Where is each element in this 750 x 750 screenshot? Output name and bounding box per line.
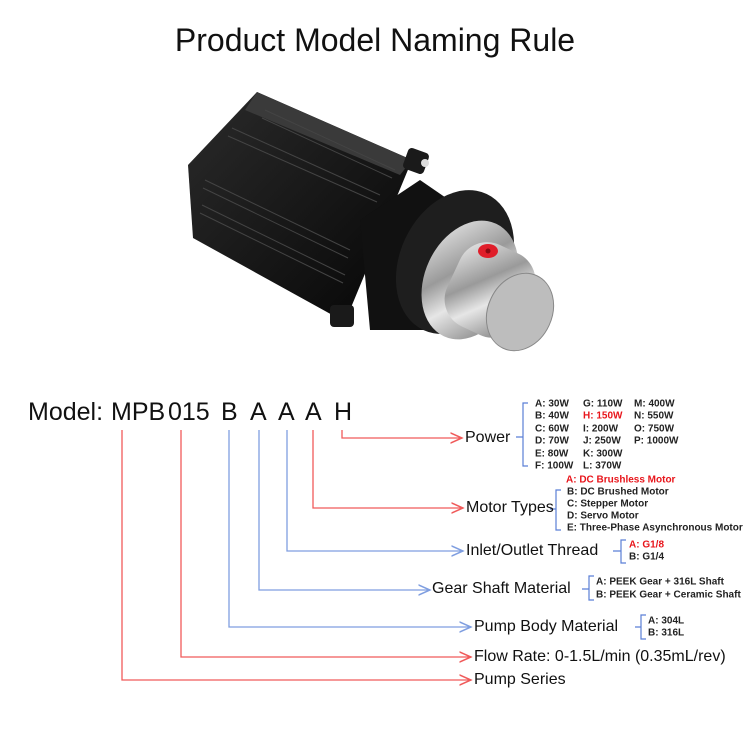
power-option: M: 400W [634,398,675,410]
power-option: G: 110W [583,398,623,410]
motor-type-option: E: Three-Phase Asynchronous Motor [567,522,743,534]
line-gear-shaft [258,430,430,590]
flow-rate-label: Flow Rate: 0-1.5L/min (0.35mL/rev) [474,648,726,665]
line-power [341,430,462,438]
gear-shaft-option: A: PEEK Gear + 316L Shaft [596,576,724,588]
thread-option: B: G1/4 [629,551,665,563]
motor-body [188,92,429,327]
pump-body-label: Pump Body Material [474,618,619,635]
power-option: O: 750W [634,423,675,435]
gear-shaft-label: Gear Shaft Material [432,580,571,597]
motor-type-option: A: DC Brushless Motor [566,474,676,486]
bracket-pump-body [635,614,646,640]
power-option: L: 370W [583,460,622,472]
model-code-body: B [221,398,238,426]
model-code-motor: A [305,398,322,426]
line-flow-rate [180,430,471,657]
power-option: A: 30W [535,398,569,410]
bracket-power [516,402,528,467]
power-option: I: 200W [583,423,619,435]
model-code-power: H [334,398,353,426]
bracket-thread [613,539,626,564]
pump-body-option: B: 316L [648,627,685,639]
power-option: H: 150W [583,410,623,422]
power-option: N: 550W [634,410,674,422]
model-code-series: MPB [111,398,166,426]
power-option: P: 1000W [634,435,679,447]
model-code-thread: A [278,398,295,426]
power-label: Power [465,429,511,446]
line-pump-series [121,430,471,680]
model-code-flow: 015 [168,398,210,426]
power-option: K: 300W [583,448,623,460]
power-option: B: 40W [535,410,569,422]
power-option: F: 100W [535,460,574,472]
power-option: D: 70W [535,435,569,447]
line-pump-body [228,430,471,627]
pump-head [421,220,555,352]
pump-series-label: Pump Series [474,671,566,688]
power-option: C: 60W [535,423,569,435]
bracket-motor-types [550,489,561,531]
power-option: E: 80W [535,448,569,460]
line-thread [286,430,463,551]
model-code-gear: A [250,398,267,426]
pump-body-option: A: 304L [648,615,685,627]
gear-shaft-option: B: PEEK Gear + Ceramic Shaft [596,589,741,601]
page-title: Product Model Naming Rule [174,22,576,58]
motor-type-option: B: DC Brushed Motor [567,486,669,498]
model-label: Model: [28,398,104,426]
thread-option: A: G1/8 [629,539,665,551]
power-option: J: 250W [583,435,621,447]
thread-label: Inlet/Outlet Thread [466,542,599,559]
motor-type-option: D: Servo Motor [567,510,639,522]
motor-type-option: C: Stepper Motor [567,498,649,510]
motor-types-label: Motor Types [466,499,554,516]
bracket-gear-shaft [582,575,594,601]
line-motor-types [312,430,463,508]
